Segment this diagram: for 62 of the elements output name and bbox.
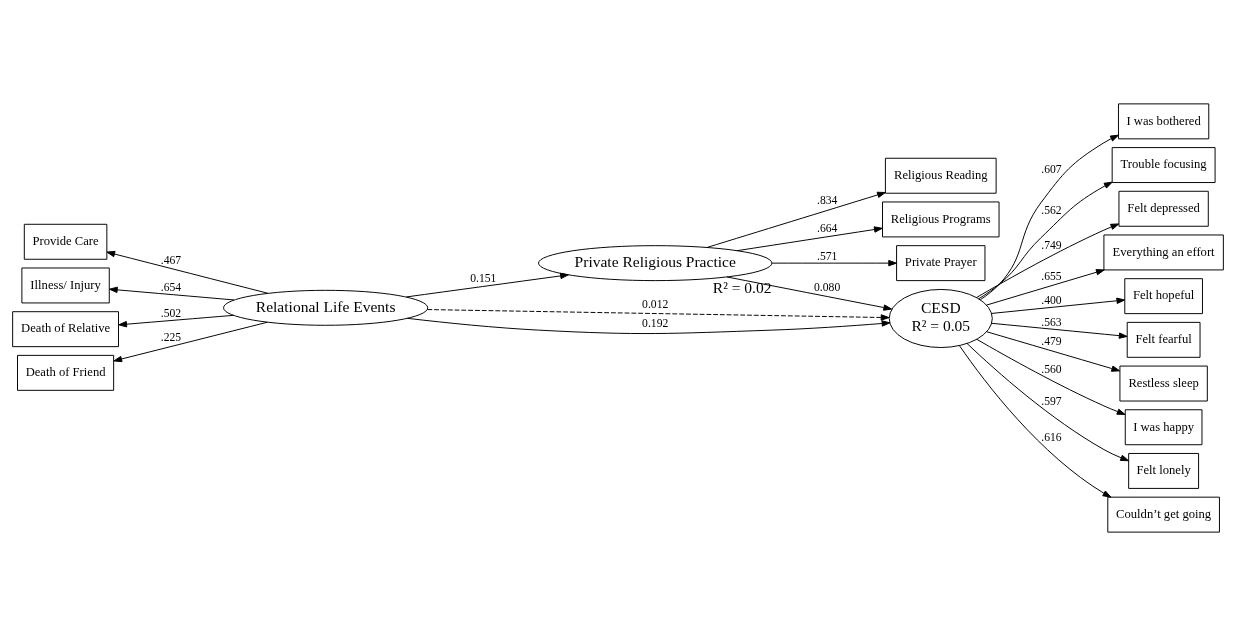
node-box: Death of Friend	[17, 354, 115, 391]
arrow	[991, 297, 1126, 314]
arrow	[736, 226, 883, 252]
arrow	[978, 181, 1113, 300]
node-ellipse: Relational Life Events	[223, 289, 429, 326]
arrow	[986, 331, 1121, 372]
edge-label: .834	[816, 193, 838, 207]
node-box: Felt lonely	[1128, 452, 1200, 489]
arrow	[771, 259, 897, 267]
edge-label: .400	[1041, 293, 1062, 307]
arrow	[407, 317, 891, 335]
node-box: Couldn’t get going	[1107, 496, 1220, 533]
arrow	[976, 338, 1126, 415]
edge-label: .560	[1041, 363, 1062, 377]
arrow	[113, 321, 268, 363]
arrow	[979, 134, 1119, 301]
node-box: I was happy	[1124, 409, 1203, 446]
edge-label: .607	[1041, 163, 1062, 177]
node-box: Provide Care	[23, 223, 108, 260]
node-box: Death of Relative	[12, 311, 119, 348]
node-box: Religious Reading	[884, 157, 997, 194]
edge-label: .655	[1041, 270, 1062, 284]
arrow	[106, 250, 269, 294]
arrow	[405, 272, 569, 298]
node-box: Felt hopeful	[1124, 278, 1203, 315]
edge-label: .502	[160, 307, 182, 321]
edge-label: .467	[160, 253, 182, 267]
arrow	[985, 269, 1105, 306]
node-box: I was bothered	[1118, 103, 1210, 140]
edge-label: .616	[1041, 431, 1062, 445]
edge-label: 0.192	[642, 316, 669, 330]
edge-label: .749	[1041, 239, 1062, 253]
edge-label: .664	[816, 221, 838, 235]
node-box: Felt fearful	[1126, 321, 1201, 358]
edge-label: .654	[160, 280, 182, 294]
arrow	[118, 314, 234, 328]
edge-label: .571	[816, 249, 838, 263]
edge-label: .225	[160, 331, 182, 345]
arrow	[726, 276, 893, 311]
node-box: Trouble focusing	[1111, 147, 1216, 184]
arrow	[991, 322, 1128, 339]
edge-label: 0.012	[642, 298, 669, 312]
arrow	[108, 286, 235, 301]
node-box: Felt depressed	[1118, 190, 1209, 227]
node-box: Private Prayer	[896, 245, 986, 282]
node-label: R² = 0.02	[712, 279, 772, 297]
edge-label: .479	[1041, 335, 1062, 349]
arrow	[427, 309, 890, 321]
node-box: Everything an effort	[1103, 234, 1224, 271]
edge-label: .562	[1041, 204, 1062, 218]
arrow	[706, 191, 886, 248]
edge-label: 0.151	[470, 272, 497, 286]
node-box: Religious Programs	[882, 201, 1000, 238]
node-box: Restless sleep	[1119, 365, 1208, 402]
node-box: Illness/ Injury	[21, 267, 110, 304]
edge-label: .563	[1041, 315, 1062, 329]
arrow	[966, 342, 1130, 462]
arrow	[959, 345, 1112, 498]
arrow	[975, 223, 1120, 299]
edge-label: .597	[1041, 394, 1062, 408]
node-ellipse: CESD R² = 0.05	[888, 288, 993, 348]
edge-label: 0.080	[814, 280, 841, 294]
